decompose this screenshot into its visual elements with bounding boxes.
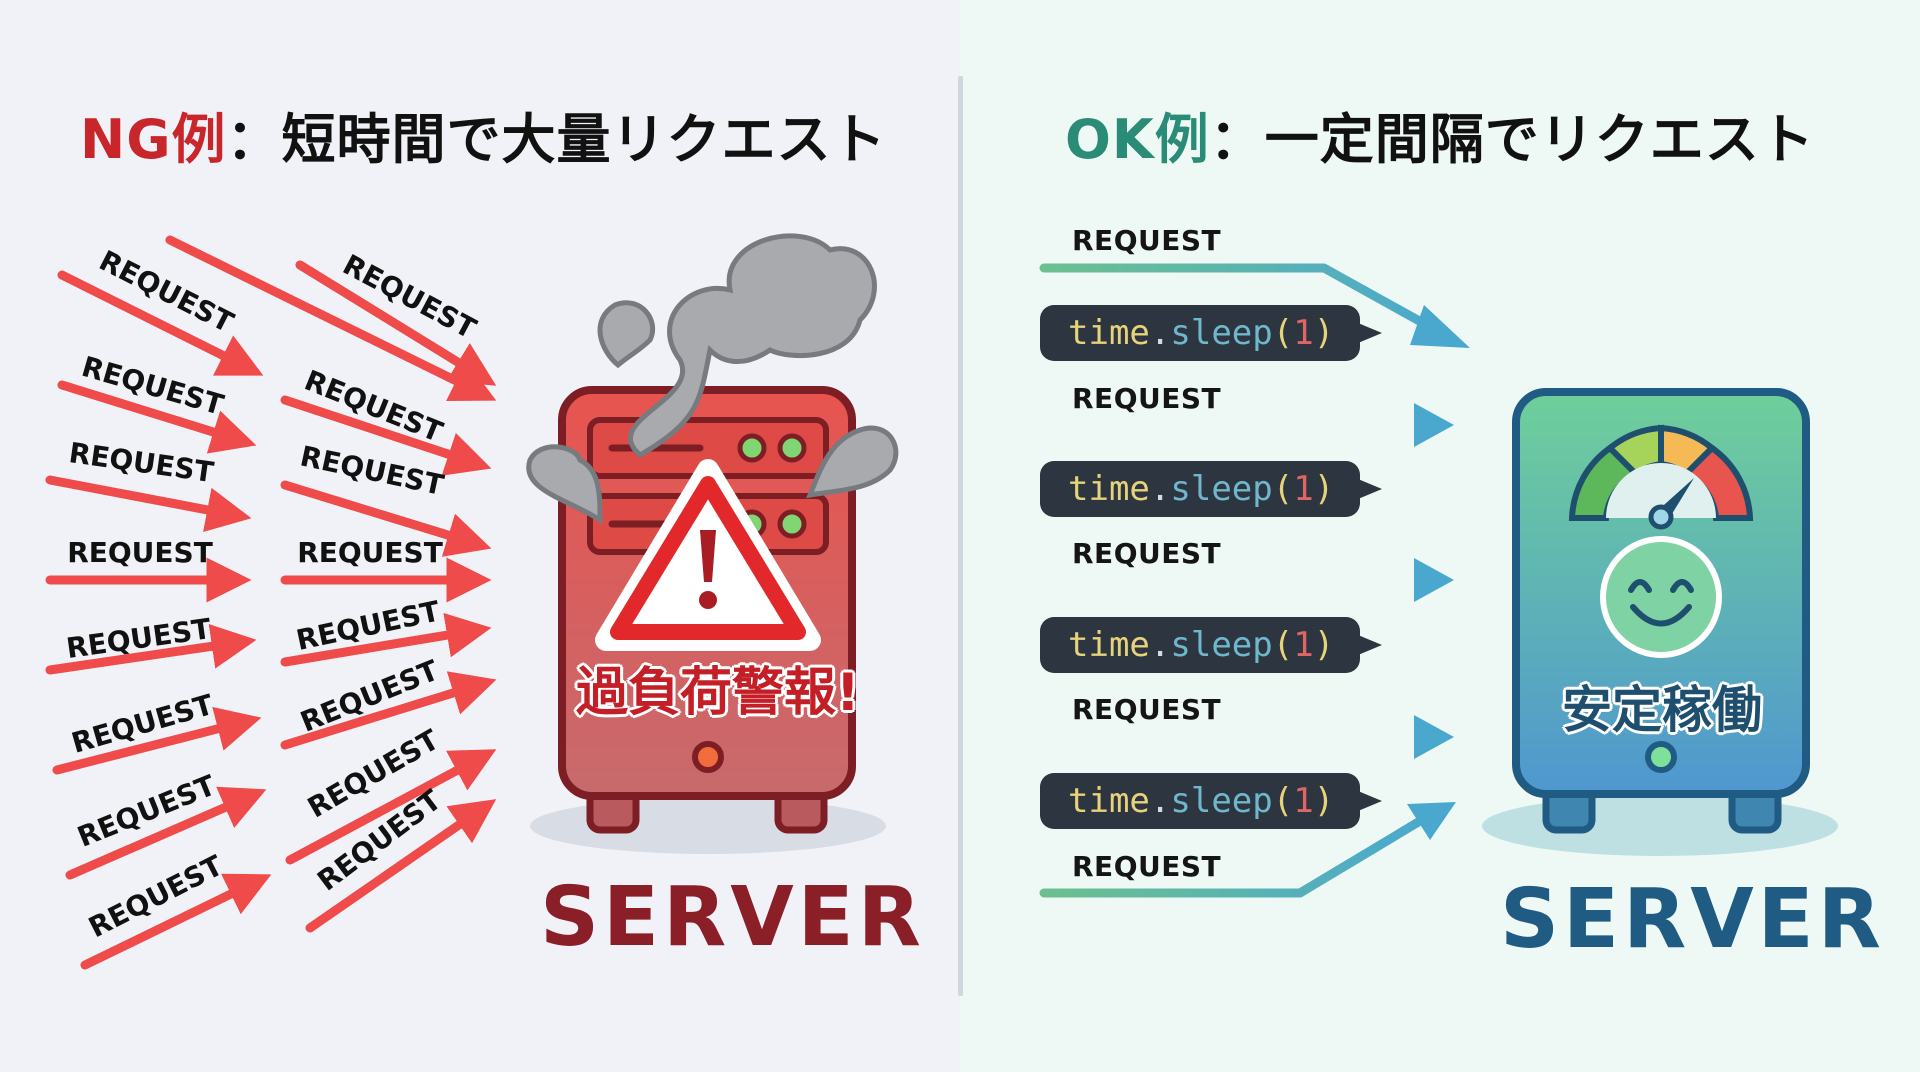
ok-arrow-5	[1039, 810, 1435, 898]
smiley-icon	[1600, 536, 1722, 658]
code-dot: .	[1149, 781, 1171, 821]
ok-arrowhead	[1414, 403, 1454, 447]
ng-request-arrow	[305, 799, 497, 933]
ok-tag: OK例	[1065, 108, 1210, 171]
code-paren: )	[1313, 625, 1335, 665]
ng-led	[777, 433, 807, 463]
code-arg: 1	[1293, 625, 1314, 665]
ng-power-led	[692, 741, 724, 773]
ng-request-arrow	[45, 475, 252, 532]
ng-server-label: SERVER	[540, 870, 925, 965]
code-module: time	[1068, 625, 1150, 665]
code-dot: .	[1149, 625, 1171, 665]
ok-arrowhead	[1414, 715, 1454, 759]
ng-request-arrow	[280, 480, 492, 557]
ng-request-arrow	[165, 235, 497, 401]
overload-alert-text: 過負荷警報!	[576, 663, 860, 723]
ng-title: NG例：短時間で大量リクエスト	[80, 95, 887, 174]
ng-tag: NG例	[80, 108, 227, 171]
code-fn: sleep	[1170, 625, 1273, 665]
code-arg: 1	[1293, 781, 1314, 821]
code-module: time	[1068, 313, 1150, 353]
ok-request-label: REQUEST	[1072, 382, 1222, 415]
smoke-icon	[526, 233, 899, 525]
divider	[958, 76, 963, 996]
ng-request-arrow	[280, 612, 492, 667]
ng-title-text: ：短時間で大量リクエスト	[226, 108, 887, 171]
code-paren: )	[1313, 313, 1335, 353]
ng-led	[777, 509, 807, 539]
code-dot: .	[1149, 469, 1171, 509]
code-paren: (	[1272, 625, 1294, 665]
code-paren: )	[1313, 781, 1335, 821]
code-module: time	[1068, 469, 1150, 509]
ng-request-arrow	[280, 671, 497, 750]
code-paren: )	[1313, 469, 1335, 509]
sleep-code-bubble: time.sleep(1)	[1040, 617, 1382, 673]
ng-led	[737, 433, 767, 463]
ng-request-label: REQUEST	[67, 536, 213, 569]
code-module: time	[1068, 781, 1150, 821]
ok-request-label: REQUEST	[1072, 693, 1222, 726]
ng-request-arrow	[80, 873, 272, 970]
ng-request-arrow	[280, 395, 492, 476]
sleep-code-bubble: time.sleep(1)	[1040, 305, 1382, 361]
ok-request-label: REQUEST	[1072, 850, 1222, 883]
ng-request-arrow	[285, 749, 497, 865]
ng-server	[526, 233, 899, 854]
code-arg: 1	[1293, 469, 1314, 509]
code-fn: sleep	[1170, 781, 1273, 821]
sleep-code-bubble: time.sleep(1)	[1040, 461, 1382, 517]
ok-arrow-1	[1039, 263, 1455, 343]
ok-server-shadow	[1482, 796, 1838, 856]
ok-arrowhead	[1407, 802, 1456, 840]
ok-title: OK例：一定間隔でリクエスト	[1065, 95, 1815, 174]
ok-request-label: REQUEST	[1072, 224, 1222, 257]
ok-power-led	[1645, 741, 1677, 773]
ok-arrowhead	[1410, 305, 1470, 348]
ok-request-label: REQUEST	[1072, 537, 1222, 570]
code-paren: (	[1272, 781, 1294, 821]
ng-request-label: REQUEST	[297, 536, 443, 569]
ok-server-label: SERVER	[1500, 872, 1885, 967]
code-arg: 1	[1293, 313, 1314, 353]
ng-request-arrow	[65, 786, 267, 880]
ok-title-text: ：一定間隔でリクエスト	[1209, 108, 1815, 171]
ng-request-arrow	[57, 380, 257, 454]
code-fn: sleep	[1170, 313, 1273, 353]
ok-arrowhead	[1414, 558, 1454, 602]
ng-request-arrow	[295, 260, 497, 386]
code-dot: .	[1149, 313, 1171, 353]
warning-triangle-icon	[595, 459, 821, 651]
ng-request-arrow	[45, 624, 257, 675]
code-paren: (	[1272, 469, 1294, 509]
code-fn: sleep	[1170, 469, 1273, 509]
sleep-code-bubble: time.sleep(1)	[1040, 773, 1382, 829]
gauge-icon	[1568, 424, 1754, 530]
ng-request-arrow	[57, 270, 264, 376]
code-paren: (	[1272, 313, 1294, 353]
ng-request-arrow	[52, 706, 262, 775]
stable-status-text: 安定稼働	[1562, 681, 1762, 739]
